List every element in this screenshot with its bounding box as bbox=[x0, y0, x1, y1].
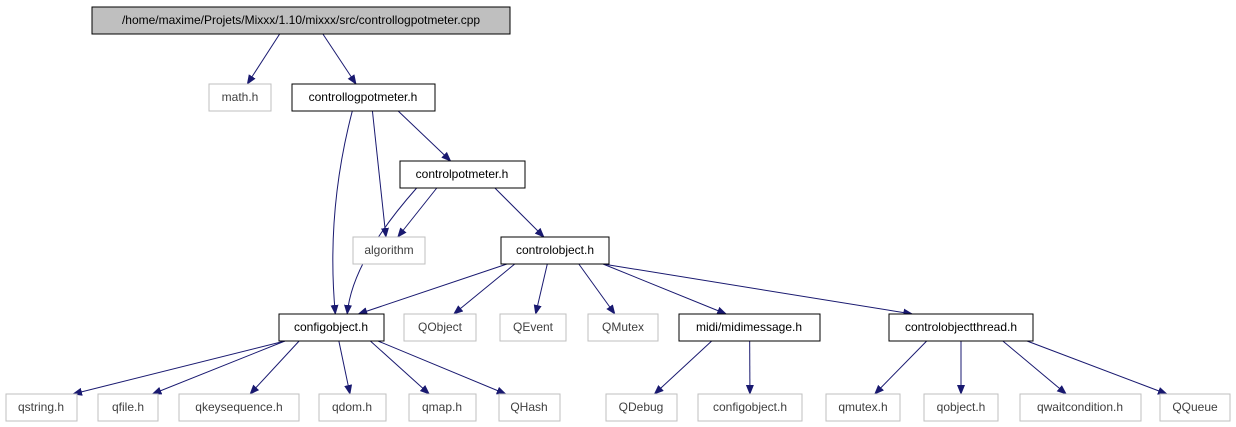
edge-controllogpotmeter_h-to-configobject_h bbox=[330, 110, 353, 315]
edge-controlobject_h-to-midimessage_h bbox=[602, 263, 728, 315]
edge-controlobject_h-to-qevent bbox=[533, 263, 548, 315]
node-qqueue[interactable]: QQueue bbox=[1159, 393, 1231, 422]
edge-configobject_h-to-qfile_h bbox=[151, 340, 286, 395]
edge-configobject_h-to-qhash bbox=[377, 340, 507, 395]
node-controlpotmeter-h[interactable]: controlpotmeter.h bbox=[399, 160, 526, 189]
node-qmutex-h-label: qmutex.h bbox=[838, 400, 887, 414]
edge-controlobjectthread_h-to-qqueue bbox=[1026, 340, 1168, 395]
node-qwaitcondition-h[interactable]: qwaitcondition.h bbox=[1019, 393, 1142, 422]
edge-controlobject_h-to-configobject_h bbox=[357, 263, 508, 315]
node-qobject-h-label: qobject.h bbox=[937, 400, 986, 414]
edge-controlobjectthread_h-to-qwaitcondition_h bbox=[1002, 340, 1067, 395]
node-root[interactable]: /home/maxime/Projets/Mixxx/1.10/mixxx/sr… bbox=[91, 6, 511, 35]
node-controlobjectthread-h-label: controlobjectthread.h bbox=[905, 320, 1017, 334]
node-qmap-h[interactable]: qmap.h bbox=[408, 393, 477, 422]
node-qkeysequence-h-label: qkeysequence.h bbox=[195, 400, 282, 414]
node-qkeysequence-h[interactable]: qkeysequence.h bbox=[178, 393, 300, 422]
node-configobject-h-2[interactable]: configobject.h bbox=[697, 393, 803, 422]
node-qevent[interactable]: QEvent bbox=[499, 313, 567, 342]
node-qqueue-label: QQueue bbox=[1172, 400, 1218, 414]
edge-controlobjectthread_h-to-qmutex_h bbox=[874, 340, 928, 395]
node-qdebug[interactable]: QDebug bbox=[605, 393, 678, 422]
edge-configobject_h-to-qmap_h bbox=[370, 340, 430, 395]
edge-configobject_h-to-qstring_h bbox=[72, 340, 286, 396]
node-qfile-h[interactable]: qfile.h bbox=[97, 393, 159, 422]
node-configobject-h[interactable]: configobject.h bbox=[278, 313, 385, 342]
node-midimessage-h-label: midi/midimessage.h bbox=[696, 320, 802, 334]
node-qdom-h[interactable]: qdom.h bbox=[318, 393, 387, 422]
node-controlpotmeter-h-label: controlpotmeter.h bbox=[416, 167, 509, 181]
node-qhash[interactable]: QHash bbox=[498, 393, 561, 422]
edge-configobject_h-to-qdom_h bbox=[338, 340, 353, 395]
edge-controlobject_h-to-controlobjectthread_h bbox=[602, 263, 914, 317]
node-qdebug-label: QDebug bbox=[619, 400, 664, 414]
node-configobject-h-label: configobject.h bbox=[294, 320, 368, 334]
node-qobject[interactable]: QObject bbox=[403, 313, 477, 342]
edge-controllogpotmeter_h-to-algorithm bbox=[371, 110, 389, 238]
edge-controlpotmeter_h-to-algorithm bbox=[397, 187, 438, 238]
node-qfile-h-label: qfile.h bbox=[112, 400, 144, 414]
edges-layer bbox=[72, 33, 1168, 396]
node-qevent-label: QEvent bbox=[513, 320, 554, 334]
edge-configobject_h-to-qkeysequence_h bbox=[249, 340, 300, 395]
edge-root-to-math_h bbox=[246, 33, 281, 85]
node-controlobject-h[interactable]: controlobject.h bbox=[500, 236, 610, 265]
node-qmutex[interactable]: QMutex bbox=[587, 313, 659, 342]
node-qstring-h-label: qstring.h bbox=[18, 400, 64, 414]
node-qobject-h[interactable]: qobject.h bbox=[923, 393, 999, 422]
node-qmutex-h[interactable]: qmutex.h bbox=[825, 393, 901, 422]
edge-midimessage_h-to-qdebug bbox=[653, 340, 713, 395]
node-qwaitcondition-h-label: qwaitcondition.h bbox=[1037, 400, 1123, 414]
node-math-h-label: math.h bbox=[222, 90, 259, 104]
edge-controlpotmeter_h-to-controlobject_h bbox=[494, 187, 545, 238]
node-qhash-label: QHash bbox=[510, 400, 547, 414]
node-root-label: /home/maxime/Projets/Mixxx/1.10/mixxx/sr… bbox=[122, 13, 480, 27]
node-controlobject-h-label: controlobject.h bbox=[516, 243, 594, 257]
nodes-layer: /home/maxime/Projets/Mixxx/1.10/mixxx/sr… bbox=[5, 6, 1231, 422]
edge-controlobject_h-to-qobject_cap bbox=[453, 263, 516, 315]
node-algorithm[interactable]: algorithm bbox=[352, 236, 426, 265]
node-qstring-h[interactable]: qstring.h bbox=[5, 393, 78, 422]
edge-controllogpotmeter_h-to-controlpotmeter_h bbox=[397, 110, 452, 162]
node-controllogpotmeter-h[interactable]: controllogpotmeter.h bbox=[291, 83, 436, 112]
node-math-h[interactable]: math.h bbox=[208, 83, 272, 112]
node-algorithm-label: algorithm bbox=[364, 243, 413, 257]
node-qdom-h-label: qdom.h bbox=[332, 400, 372, 414]
node-controlobjectthread-h[interactable]: controlobjectthread.h bbox=[888, 313, 1034, 342]
node-qmutex-label: QMutex bbox=[602, 320, 644, 334]
node-qmap-h-label: qmap.h bbox=[422, 400, 462, 414]
node-controllogpotmeter-h-label: controllogpotmeter.h bbox=[309, 90, 418, 104]
node-qobject-label: QObject bbox=[418, 320, 463, 334]
edge-controlobject_h-to-qmutex_cap bbox=[578, 263, 616, 315]
edge-root-to-controllogpotmeter_h bbox=[322, 33, 357, 85]
node-midimessage-h[interactable]: midi/midimessage.h bbox=[678, 313, 821, 342]
node-configobject-h-2-label: configobject.h bbox=[713, 400, 787, 414]
